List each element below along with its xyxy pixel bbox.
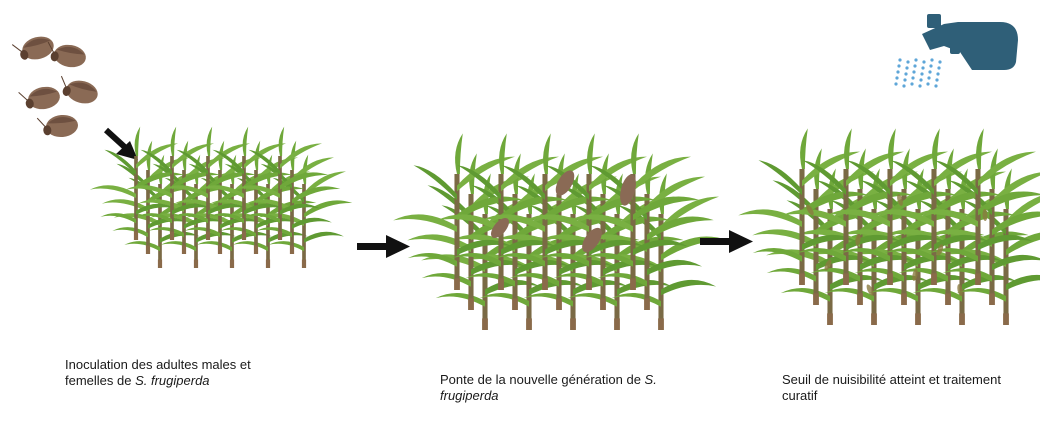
step-1-species: S. frugiperda (135, 373, 210, 388)
step-2-caption: Ponte de la nouvelle génération de S. fr… (440, 372, 680, 404)
arrow-icon (700, 230, 753, 253)
step-3-text: Seuil de nuisibilité atteint et traiteme… (782, 372, 1001, 403)
corn-field-damaged (738, 128, 1040, 325)
moth-icon (11, 36, 54, 60)
arrow-icon (357, 235, 410, 258)
step-1-caption: Inoculation des adultes males et femelle… (65, 357, 285, 389)
step-3-caption: Seuil de nuisibilité atteint et traiteme… (782, 372, 1012, 404)
moth-group (11, 36, 98, 138)
moth-icon (47, 41, 86, 68)
larvae-group (491, 170, 636, 253)
step-2-text: Ponte de la nouvelle génération de (440, 372, 645, 387)
corn-field-oviposition (393, 133, 728, 330)
step-2-species: S. frugiperda (440, 372, 657, 403)
moth-icon (36, 114, 78, 138)
sprayer-icon (922, 14, 1018, 70)
step-1-text: Inoculation des adultes males et femelle… (65, 357, 251, 388)
spray-droplets-icon (894, 58, 942, 88)
moth-icon (18, 86, 60, 110)
moth-icon (60, 75, 98, 104)
arrow-icon (103, 127, 138, 160)
